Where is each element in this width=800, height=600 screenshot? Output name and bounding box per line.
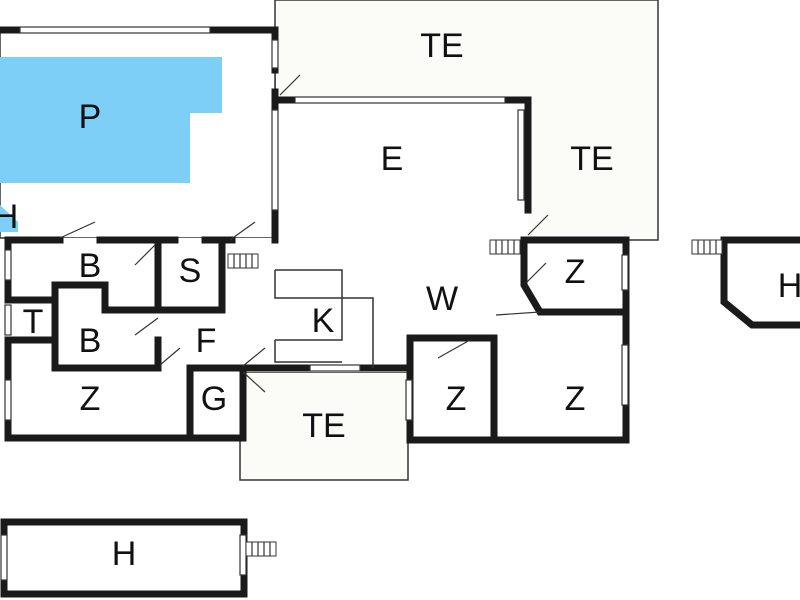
window-bedroom-right — [621, 344, 629, 406]
door-terrace-living — [279, 74, 301, 96]
wall-bath-sauna — [101, 236, 226, 314]
wall-garage — [186, 364, 247, 442]
label-bedroom-center: Z — [446, 380, 467, 418]
label-pool: P — [79, 98, 102, 136]
terrace-bottom-area — [239, 371, 409, 481]
step-annex-right — [691, 239, 723, 255]
window-kitchen-south — [309, 364, 361, 372]
label-bath-upper: B — [79, 247, 102, 285]
step-living — [489, 239, 521, 255]
window-bedroom-center — [405, 379, 413, 421]
door-garage-2 — [242, 371, 266, 393]
window-annex-bottom — [0, 534, 8, 581]
door-bath-sauna — [134, 244, 156, 266]
label-annex-right: H — [778, 267, 800, 305]
label-living-room: W — [426, 280, 458, 318]
interior-floor — [8, 100, 626, 438]
kitchen-counter — [274, 269, 374, 368]
label-bedroom-left: Z — [80, 380, 101, 418]
window-pool-west-upper — [271, 39, 279, 69]
wall-toilet — [4, 296, 59, 344]
door-sauna — [229, 221, 256, 241]
step-annex-bottom — [245, 541, 277, 557]
door-bedroom-center — [437, 339, 471, 359]
label-living: E — [381, 140, 404, 178]
label-bedroom-right: Z — [565, 380, 586, 418]
pool-step — [0, 205, 18, 232]
swimming-pool — [0, 57, 222, 183]
door-garage — [242, 347, 266, 367]
door-bedroom-right — [495, 311, 541, 316]
label-terrace-bottom: TE — [302, 407, 345, 445]
window-bedroom-right-small — [621, 254, 629, 291]
window-bedroom-left — [4, 379, 12, 421]
label-terrace-top: TE — [420, 27, 463, 65]
door-bath-upper — [59, 221, 96, 239]
window-bath-west — [4, 249, 12, 281]
label-kitchen: K — [312, 302, 335, 340]
label-hallway: F — [196, 322, 217, 360]
door-terrace-right — [527, 214, 549, 236]
label-terrace-right: TE — [570, 140, 613, 178]
window-living-west — [271, 109, 279, 211]
wall-bath-lower — [51, 281, 162, 372]
window-living-east — [517, 109, 525, 201]
label-sauna: S — [179, 252, 202, 290]
door-bedroom-small — [525, 262, 547, 284]
label-garage: G — [201, 380, 227, 418]
label-toilet: T — [23, 303, 44, 341]
window-annex-bottom-right — [239, 534, 247, 576]
window-pool-top — [19, 26, 211, 34]
annex-right-walls — [720, 236, 800, 329]
window-living-top — [294, 96, 506, 104]
window-toilet-west — [4, 304, 12, 336]
label-bedroom-right-small: Z — [565, 253, 586, 291]
label-bath-lower: B — [79, 322, 102, 360]
step-sauna — [227, 253, 259, 269]
label-pool-side-h: H — [0, 198, 18, 236]
door-hall — [159, 347, 181, 366]
label-annex-bottom: H — [112, 535, 137, 573]
door-bath-lower — [134, 317, 159, 336]
